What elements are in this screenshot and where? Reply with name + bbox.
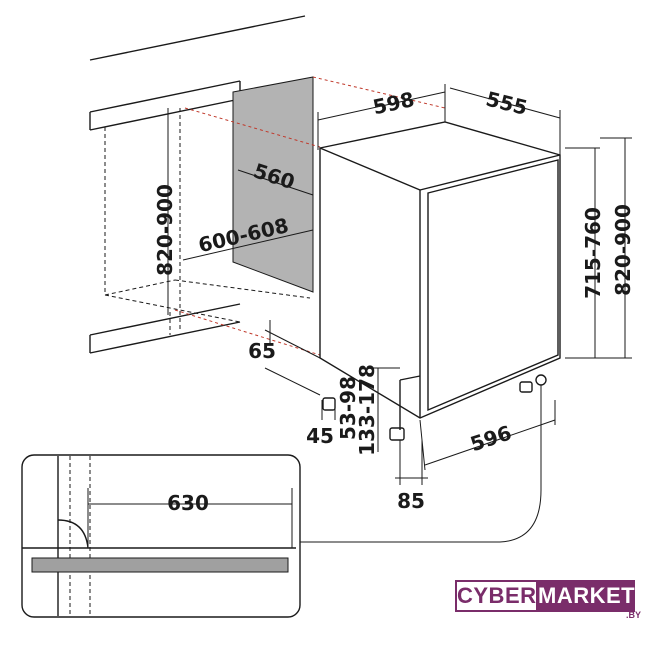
dim-label-630: 630: [167, 491, 209, 515]
dim-label-596: 596: [467, 420, 514, 456]
logo-part-cyber: CYBER: [455, 580, 538, 612]
dimension-820-900-left: 820-900: [153, 108, 177, 315]
dim-label-555: 555: [484, 87, 530, 120]
logo-part-market: MARKET: [538, 580, 635, 612]
cabinet-hidden-lines: [104, 108, 311, 335]
dim-label-53-98: 53-98: [336, 376, 360, 440]
detail-bar: [31, 557, 289, 573]
dim-label-45: 45: [306, 424, 334, 448]
dim-label-820-900-right: 820-900: [611, 204, 635, 296]
cybermarket-logo: CYBER MARKET .BY: [455, 580, 641, 620]
dimension-596: 596: [419, 400, 556, 471]
dim-label-820-900-left: 820-900: [153, 184, 177, 276]
dimension-598: 598: [317, 84, 446, 150]
dimension-85: 85: [395, 440, 428, 513]
logo-suffix: .BY: [625, 610, 641, 620]
dimension-65: 65: [248, 320, 321, 396]
dim-label-85: 85: [397, 489, 425, 513]
dim-label-715-760: 715-760: [581, 207, 605, 299]
dim-label-133-178: 133-178: [355, 364, 379, 456]
dimension-555: 555: [449, 87, 561, 155]
dimension-715-760: 715-760: [565, 147, 605, 359]
red-guide-lines: [174, 76, 446, 356]
detail-connector: [300, 385, 542, 543]
detail-inset: 630: [21, 454, 301, 618]
dimension-820-900-right: 820-900: [600, 137, 635, 359]
countertop-outline: [89, 15, 306, 354]
dim-label-65: 65: [248, 339, 276, 363]
dimension-foot-group: 45 53-98 133-178: [306, 364, 400, 456]
